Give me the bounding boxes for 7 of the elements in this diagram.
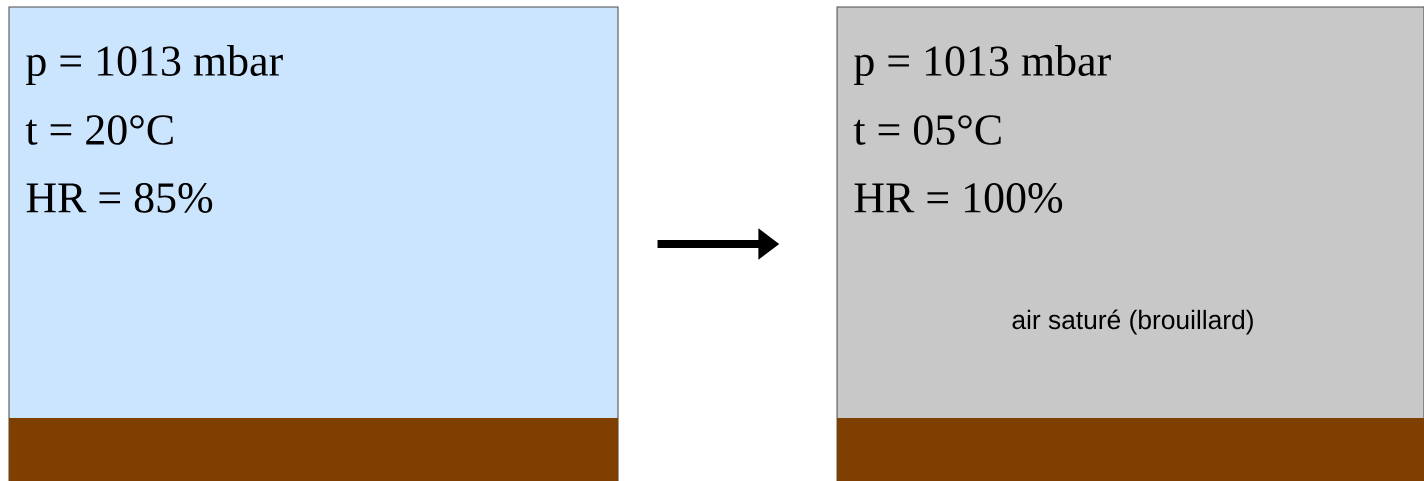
value-text: HR = 85%: [26, 183, 213, 213]
value-text: t = 20°C: [25, 115, 173, 145]
value-text: HR = 100%: [854, 183, 1063, 213]
value-text: p = 1013 mbar: [26, 45, 283, 85]
value-text: p = 1013 mbar: [854, 45, 1111, 85]
value-text: t = 05°C: [853, 115, 1001, 145]
caption-text: air saturé (brouillard): [1012, 309, 1253, 335]
